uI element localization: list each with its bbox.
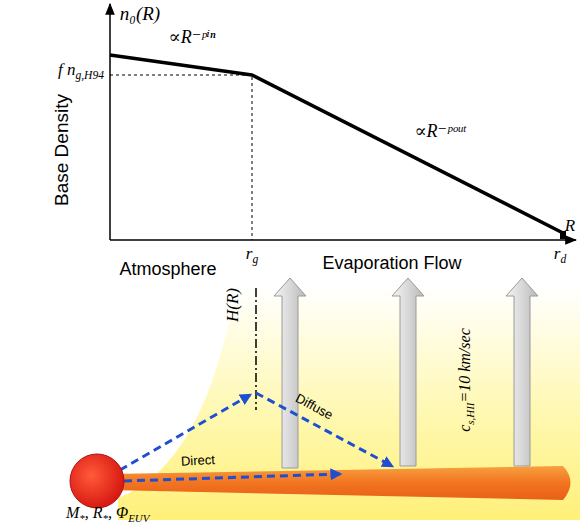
label-text: g,H94 bbox=[75, 69, 104, 82]
label-text: Direct bbox=[181, 452, 216, 469]
label-text: f n bbox=[58, 60, 75, 79]
region-label: Atmosphere bbox=[119, 260, 216, 280]
axis-label: R bbox=[565, 217, 575, 236]
axis-label: n₀(R) bbox=[120, 4, 160, 25]
label-text: Evaporation Flow bbox=[322, 253, 461, 273]
label-text: EUV bbox=[128, 511, 149, 523]
label-text: r bbox=[246, 244, 253, 263]
label-text: ∝R⁻ᵖⁱⁿ bbox=[168, 27, 215, 47]
label-text: s,HII bbox=[463, 403, 475, 425]
power-law-label: ∝R⁻ᵖⁱⁿ bbox=[168, 28, 215, 48]
ray-label: Direct bbox=[181, 453, 216, 469]
label-text: , R bbox=[85, 504, 103, 521]
label-text: r bbox=[554, 244, 561, 263]
label-text: * bbox=[103, 511, 108, 523]
label-text: d bbox=[560, 253, 566, 266]
label-text: H(R) bbox=[223, 288, 242, 322]
axis-title: Base Density bbox=[52, 94, 73, 206]
power-law-label: ∝R⁻ᵖᵒᵘᵗ bbox=[414, 122, 465, 142]
label-text: M bbox=[66, 504, 79, 521]
height-label: H(R) bbox=[224, 288, 243, 322]
label-text: Atmosphere bbox=[119, 259, 216, 279]
label-text: n₀(R) bbox=[120, 3, 160, 24]
label-text: R bbox=[565, 216, 575, 235]
label-text: * bbox=[79, 511, 84, 523]
radius-label: rd bbox=[554, 245, 566, 267]
density-label: f ng,H94 bbox=[58, 61, 104, 83]
label-text: , Φ bbox=[108, 504, 128, 521]
plot bbox=[110, 4, 576, 240]
label-text: ∝R⁻ᵖᵒᵘᵗ bbox=[414, 121, 465, 141]
label-text: g bbox=[252, 253, 258, 266]
star-parameters: M*, R*, ΦEUV bbox=[66, 504, 149, 525]
sound-speed-label: cs,HII=10 km/sec bbox=[456, 328, 477, 432]
region-label: Evaporation Flow bbox=[322, 254, 461, 274]
label-text: Base Density bbox=[51, 94, 72, 206]
label-text: =10 km/sec bbox=[456, 328, 473, 402]
disk-illustration bbox=[70, 278, 580, 520]
label-text: c bbox=[456, 425, 473, 432]
radius-label: rg bbox=[246, 245, 258, 267]
